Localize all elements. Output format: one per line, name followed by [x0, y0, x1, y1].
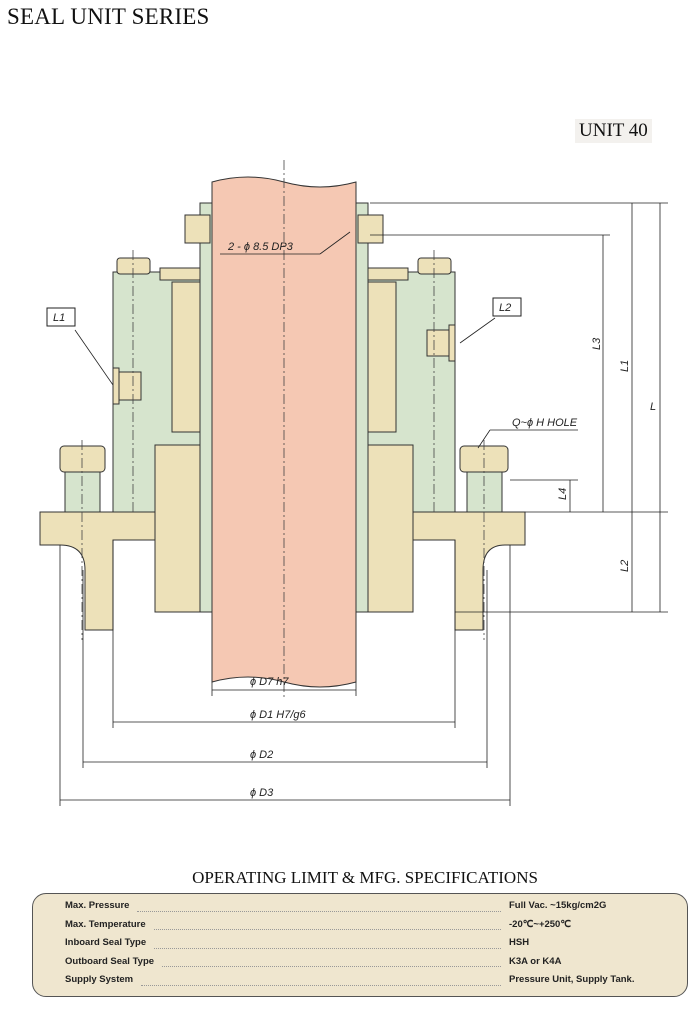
dim-d3: ϕ D3 [250, 787, 274, 799]
bolt [417, 257, 452, 275]
spec-label: Max. Pressure [65, 900, 130, 911]
port-l2 [426, 324, 456, 362]
dim-l: L [650, 401, 656, 413]
hole-callout: Q~ϕ H HOLE [512, 417, 578, 429]
dim-d7: ϕ D7 h7 [250, 676, 289, 688]
spec-label: Max. Temperature [65, 918, 146, 930]
port-label-l1: L1 [53, 312, 65, 324]
bolt [116, 257, 151, 275]
spec-label: Supply System [65, 974, 134, 985]
dim-l3: L3 [591, 337, 603, 350]
spec-label: Outboard Seal Type [65, 955, 155, 967]
spec-label: Inboard Seal Type [65, 937, 147, 948]
dim-d1: ϕ D1 H7/g6 [250, 709, 307, 721]
spec-row: Inboard Seal Type HSH [65, 937, 659, 956]
bolt [59, 445, 106, 473]
port-l1 [112, 367, 142, 405]
spec-value: K3A or K4A [509, 955, 562, 967]
dim-l1: L1 [619, 360, 631, 372]
dim-d2: ϕ D2 [250, 749, 273, 761]
spec-row: Max. Pressure Full Vac. ~15kg/cm2G [65, 900, 659, 919]
spec-row: Outboard Seal Type K3A or K4A [65, 956, 659, 975]
spec-value: -20℃~+250℃ [509, 918, 572, 930]
spec-row: Max. Temperature -20℃~+250℃ [65, 919, 659, 938]
spec-row: Supply System Pressure Unit, Supply Tank. [65, 974, 659, 993]
seal-unit-drawing: L1 L2 2 - ϕ 8.5 DP3 Q~ϕ H HOLE ϕ D7 h7 ϕ… [39, 160, 668, 806]
spec-table: Max. Pressure Full Vac. ~15kg/cm2G Max. T… [32, 893, 688, 997]
dim-l2: L2 [619, 560, 631, 572]
page-title: SEAL UNIT SERIES [7, 4, 210, 29]
port-label-l2: L2 [499, 302, 511, 314]
tap-callout: 2 - ϕ 8.5 DP3 [227, 241, 294, 253]
spec-value: Full Vac. ~15kg/cm2G [509, 900, 607, 911]
spec-value: Pressure Unit, Supply Tank. [509, 974, 635, 985]
spec-heading: OPERATING LIMIT & MFG. SPECIFICATIONS [192, 868, 538, 887]
dim-l4: L4 [557, 488, 569, 500]
spec-value: HSH [509, 937, 530, 948]
unit-label: UNIT 40 [575, 119, 652, 143]
